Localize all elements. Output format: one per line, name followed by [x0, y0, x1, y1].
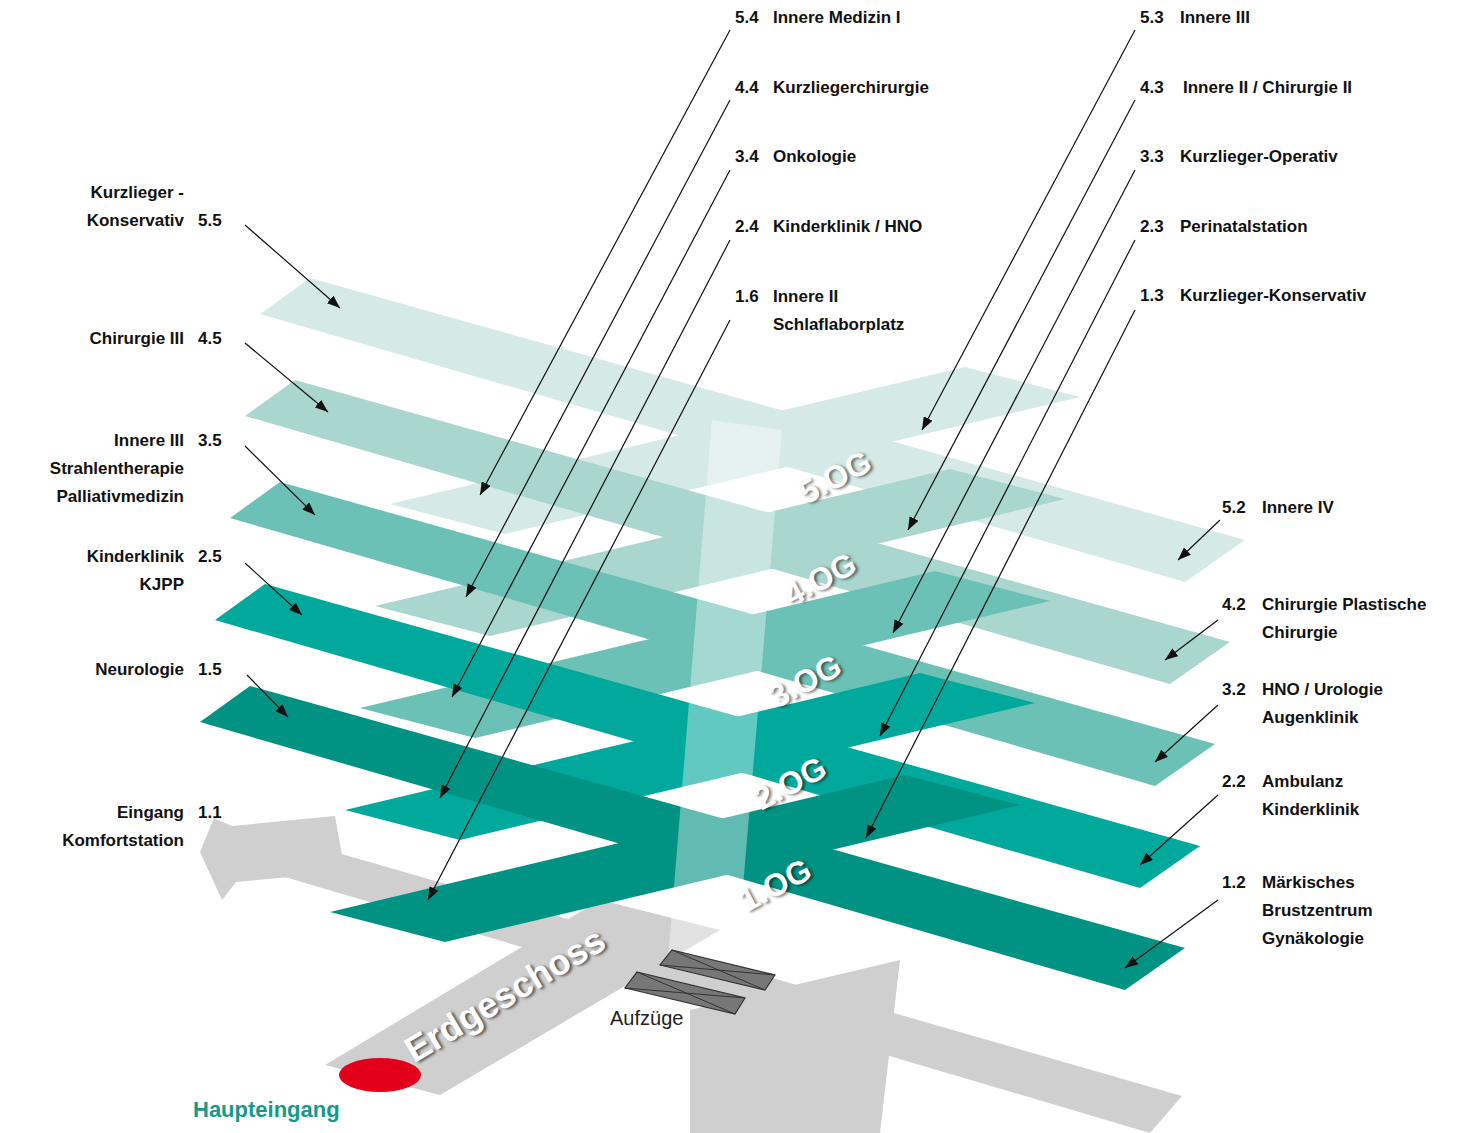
leader-line — [1125, 900, 1218, 968]
ward-label: Märkisches Brustzentrum Gynäkologie — [1262, 869, 1380, 953]
callout-number: 5.5 — [198, 207, 222, 235]
leader-line — [247, 675, 288, 717]
ward-label: Neurologie — [95, 656, 184, 684]
floor-name: 5.OG — [794, 445, 877, 509]
ward-label: Innere IV — [1262, 494, 1334, 522]
floor-slab — [200, 816, 345, 900]
callout-number: 4.2 — [1222, 591, 1246, 619]
leader-line — [480, 30, 730, 495]
floor-name: 3.OG — [764, 649, 847, 713]
leader-line — [1178, 520, 1220, 560]
ward-label: Kurzliegerchirurgie — [773, 74, 929, 102]
ward-label: HNO / Urologie Augenklinik — [1262, 676, 1392, 732]
leader-line — [245, 446, 315, 515]
callout-number: 3.2 — [1222, 676, 1246, 704]
leader-line — [245, 225, 340, 308]
leader-line — [1165, 620, 1218, 660]
ward-label: Ambulanz Kinderklinik — [1262, 768, 1367, 824]
floor-name: 4.OG — [779, 547, 862, 611]
ward-label: Innere II / Chirurgie II — [1183, 74, 1352, 102]
leader-line — [466, 100, 730, 597]
elevator-label: Aufzüge — [610, 1004, 683, 1032]
callout-number: 1.6 — [735, 283, 759, 311]
callout-number: 5.3 — [1140, 4, 1164, 32]
ward-label: Perinatalstation — [1180, 213, 1308, 241]
ward-label: Kurzlieger-Konservativ — [1180, 282, 1366, 310]
floor-name: 1.OG — [734, 853, 817, 917]
callout-number: 4.5 — [198, 325, 222, 353]
leader-line — [452, 170, 730, 697]
callout-number: 5.2 — [1222, 494, 1246, 522]
floor-name: 2.OG — [749, 751, 832, 815]
leader-line — [893, 170, 1135, 633]
ward-label: Kurzlieger -Konservativ — [74, 179, 184, 235]
callout-number: 1.3 — [1140, 282, 1164, 310]
ward-label: Chirurgie Plastische Chirurgie — [1262, 591, 1432, 647]
ward-label: Kinderklinik KJPP — [79, 543, 184, 599]
callout-number: 4.4 — [735, 74, 759, 102]
callout-number: 2.4 — [735, 213, 759, 241]
ward-label: Kurzlieger-Operativ — [1180, 143, 1338, 171]
leader-line — [440, 240, 730, 798]
leader-line — [908, 100, 1135, 530]
leader-line — [1155, 705, 1218, 762]
callout-number: 4.3 — [1140, 74, 1164, 102]
ward-label: Innere II Schlaflaborplatz — [773, 283, 908, 339]
leader-line — [866, 310, 1135, 838]
callout-number: 3.5 — [198, 427, 222, 455]
callout-number: 1.5 — [198, 656, 222, 684]
ward-label: Innere III Strahlentherapie Palliativmed… — [44, 427, 184, 511]
callout-number: 1.1 — [198, 799, 222, 827]
leader-line — [428, 320, 730, 900]
ward-label: Chirurgie III — [90, 325, 184, 353]
leader-line — [245, 343, 328, 412]
callout-number: 3.3 — [1140, 143, 1164, 171]
entrance-label: Haupteingang — [193, 1096, 340, 1124]
floor-slab — [325, 900, 720, 1095]
ward-label: Onkologie — [773, 143, 856, 171]
ward-label: Kinderklinik / HNO — [773, 213, 922, 241]
floor-slab — [690, 960, 900, 1133]
ward-label: Eingang Komfortstation — [54, 799, 184, 855]
callout-number: 2.2 — [1222, 768, 1246, 796]
floor-name: Erdgeschoss — [399, 921, 611, 1068]
callout-number: 2.3 — [1140, 213, 1164, 241]
callout-number: 5.4 — [735, 4, 759, 32]
ward-label: Innere Medizin I — [773, 4, 901, 32]
ward-label: Innere III — [1180, 4, 1250, 32]
leader-line — [245, 563, 302, 615]
leader-line — [1140, 795, 1218, 865]
callout-number: 2.5 — [198, 543, 222, 571]
callout-number: 3.4 — [735, 143, 759, 171]
callout-number: 1.2 — [1222, 869, 1246, 897]
entrance-marker — [339, 1058, 421, 1092]
elevator-shaft — [668, 420, 782, 960]
leader-line — [880, 240, 1135, 736]
